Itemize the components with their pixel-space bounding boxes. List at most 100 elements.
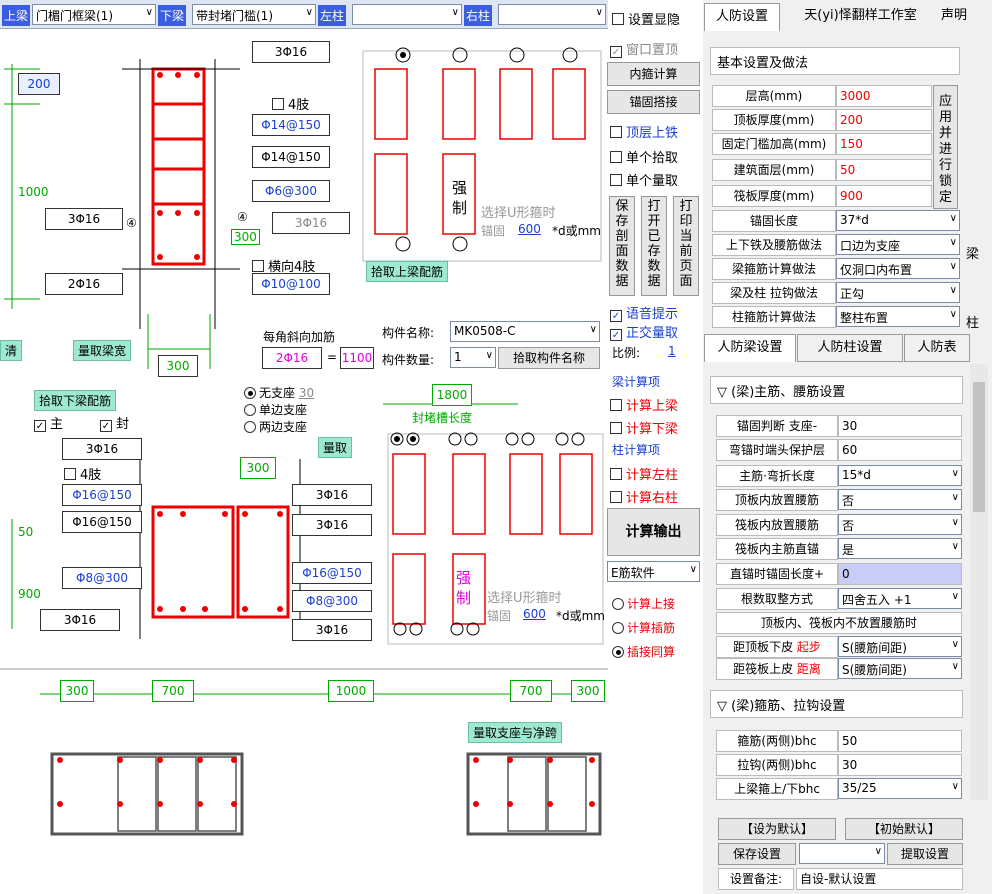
width-300-field[interactable]: 300 <box>158 355 198 377</box>
row-select[interactable]: 口边为支座∨ <box>836 234 960 255</box>
tab-slab-settings[interactable]: 人防表 <box>904 334 970 362</box>
voice-checkbox[interactable]: ✓语音提示 <box>610 307 679 322</box>
row-label: 顶板内放置腰筋 <box>716 489 838 511</box>
row-select[interactable]: 否∨ <box>838 514 962 535</box>
stirrup-section-header[interactable]: ▽ (梁)箍筋、拉钩设置 <box>710 690 963 718</box>
main-checkbox[interactable]: ✓主 <box>34 417 64 432</box>
init-default-button[interactable]: 【初始默认】 <box>845 818 963 840</box>
dist-bottom-select[interactable]: S(腰筋间距)∨ <box>838 658 962 679</box>
pick-lower-rebar-button[interactable]: 拾取下梁配筋 <box>34 390 117 411</box>
software-select[interactable]: E筋软件∨ <box>607 561 700 582</box>
lower-right-3[interactable]: Φ16@150 <box>292 562 372 584</box>
stirrup-2-field[interactable]: Φ14@150 <box>252 146 330 168</box>
row-select[interactable]: 37*d∨ <box>836 210 960 231</box>
scale-link[interactable]: 1 <box>668 344 676 358</box>
chevron-down-icon: ∨ <box>951 591 959 602</box>
upper-beam-select[interactable]: 门楣门框梁(1)∨ <box>32 4 156 25</box>
upper-anchor-link[interactable]: 600 <box>518 222 541 236</box>
calc-upper-join-radio[interactable]: 计算上接 <box>612 595 675 612</box>
right-col-select[interactable]: ∨ <box>498 4 606 25</box>
tab-studio[interactable]: 天(yi)怿翻样工作室 <box>787 3 934 31</box>
top-iron-checkbox[interactable]: 顶层上铁 <box>610 122 678 141</box>
row-select[interactable]: 四舍五入 +1∨ <box>838 588 962 609</box>
corner-b-field[interactable]: 1100 <box>340 347 374 369</box>
row-select[interactable]: 15*d∨ <box>838 465 962 486</box>
print-page-button[interactable]: 打印当前页面 <box>673 196 699 296</box>
component-qty-select[interactable]: 1∨ <box>450 347 496 368</box>
measure-button[interactable]: 量取 <box>318 437 353 458</box>
anchor-lap-button[interactable]: 锚固搭接 <box>607 90 700 114</box>
fetch-settings-button[interactable]: 提取设置 <box>887 843 963 865</box>
settings-select[interactable]: ∨ <box>799 843 885 864</box>
row-select[interactable]: 否∨ <box>838 489 962 510</box>
row-value[interactable]: 200 <box>836 109 932 131</box>
pick-component-name-button[interactable]: 拾取构件名称 <box>498 347 600 369</box>
save-settings-button[interactable]: 保存设置 <box>718 843 796 865</box>
horizontal-4-limb-checkbox[interactable]: 横向4肢 <box>252 256 315 275</box>
vertical-scrollbar[interactable] <box>970 364 988 800</box>
lower-stirrup-1[interactable]: Φ16@150 <box>62 484 142 506</box>
row-select[interactable]: 35/25∨ <box>838 778 962 799</box>
single-measure-checkbox[interactable]: 单个量取 <box>610 170 678 189</box>
calc-lower-checkbox[interactable]: 计算下梁 <box>610 418 678 437</box>
lower-beam-label: 下梁 <box>158 5 187 26</box>
corner-a-field[interactable]: 2Φ16 <box>262 347 322 369</box>
no-support-radio[interactable]: 无支座 30 <box>244 384 314 401</box>
tab-beam-settings[interactable]: 人防梁设置 <box>704 334 796 362</box>
lower-beam-select[interactable]: 带封堵门槛(1)∨ <box>192 4 316 25</box>
lower-stirrup-3[interactable]: Φ8@300 <box>62 567 142 589</box>
row-value[interactable]: 30 <box>838 415 962 437</box>
single-pick-checkbox[interactable]: 单个拾取 <box>610 147 678 166</box>
pick-upper-rebar-button[interactable]: 拾取上梁配筋 <box>366 261 449 282</box>
lower-right-4[interactable]: Φ8@300 <box>292 590 372 612</box>
component-name-select[interactable]: MK0508-C∨ <box>450 321 600 342</box>
single-support-radio[interactable]: 单边支座 <box>244 401 307 418</box>
clear-button[interactable]: 清 <box>0 340 23 361</box>
row-value[interactable]: 900 <box>836 185 932 207</box>
lower-four-limb-checkbox[interactable]: 4肢 <box>64 464 101 483</box>
calc-output-button[interactable]: 计算输出 <box>607 508 700 556</box>
calc-left-checkbox[interactable]: 计算左柱 <box>610 464 678 483</box>
remark-input[interactable]: 自设-默认设置 <box>796 868 963 890</box>
tab-civil-defense[interactable]: 人防设置 <box>704 3 780 31</box>
main-rebar-section-header[interactable]: ▽ (梁)主筋、腰筋设置 <box>710 376 963 404</box>
show-settings-checkbox[interactable]: 设置显隐 <box>612 9 680 28</box>
row-select[interactable]: 仅洞口内布置∨ <box>836 258 960 279</box>
tab-col-settings[interactable]: 人防柱设置 <box>797 334 903 362</box>
row-value[interactable]: 150 <box>836 133 932 155</box>
row-value[interactable]: 50 <box>838 730 962 752</box>
tab-declare[interactable]: 声明 <box>934 3 974 31</box>
stirrup-1-field[interactable]: Φ14@150 <box>252 114 330 136</box>
insert-same-radio[interactable]: 插接同算 <box>612 643 675 660</box>
row-value[interactable]: 50 <box>836 159 932 181</box>
stirrup-3-field[interactable]: Φ6@300 <box>252 180 330 202</box>
four-limb-checkbox[interactable]: 4肢 <box>272 94 309 113</box>
inner-calc-button[interactable]: 内箍计算 <box>607 62 700 86</box>
row-value[interactable]: 60 <box>838 439 962 461</box>
save-section-button[interactable]: 保存剖面数据 <box>609 196 635 296</box>
seal-checkbox[interactable]: ✓封 <box>100 417 130 432</box>
row-value[interactable]: 30 <box>838 754 962 776</box>
row-value[interactable]: 0 <box>838 563 962 585</box>
calc-upper-checkbox[interactable]: 计算上梁 <box>610 395 678 414</box>
open-data-button[interactable]: 打开已存数据 <box>641 196 667 296</box>
calc-insert-radio[interactable]: 计算插筋 <box>612 619 675 636</box>
double-support-radio[interactable]: 两边支座 <box>244 418 307 435</box>
calc-right-checkbox[interactable]: 计算右柱 <box>610 487 678 506</box>
set-default-button[interactable]: 【设为默认】 <box>718 818 836 840</box>
dist-top-select[interactable]: S(腰筋间距)∨ <box>838 636 962 657</box>
ortho-checkbox[interactable]: ✓正交量取 <box>610 326 679 341</box>
row-select[interactable]: 正勾∨ <box>836 282 960 303</box>
apply-lock-button[interactable]: 应用并进行锁定 <box>933 85 958 209</box>
lower-anchor-link[interactable]: 600 <box>523 607 546 621</box>
row-select[interactable]: 整柱布置∨ <box>836 306 960 327</box>
row-value[interactable]: 3000 <box>836 85 932 107</box>
dim-200-input[interactable]: 200 <box>18 73 60 95</box>
left-col-select[interactable]: ∨ <box>352 4 462 25</box>
stirrup-4-field[interactable]: Φ10@100 <box>252 273 330 295</box>
pick-width-button[interactable]: 量取梁宽 <box>73 340 132 361</box>
lower-stirrup-2[interactable]: Φ16@150 <box>62 511 142 533</box>
row-select[interactable]: 是∨ <box>838 538 962 559</box>
pick-span-button[interactable]: 量取支座与净跨 <box>468 722 563 743</box>
window-top-checkbox[interactable]: ✓窗口置顶 <box>610 43 679 58</box>
